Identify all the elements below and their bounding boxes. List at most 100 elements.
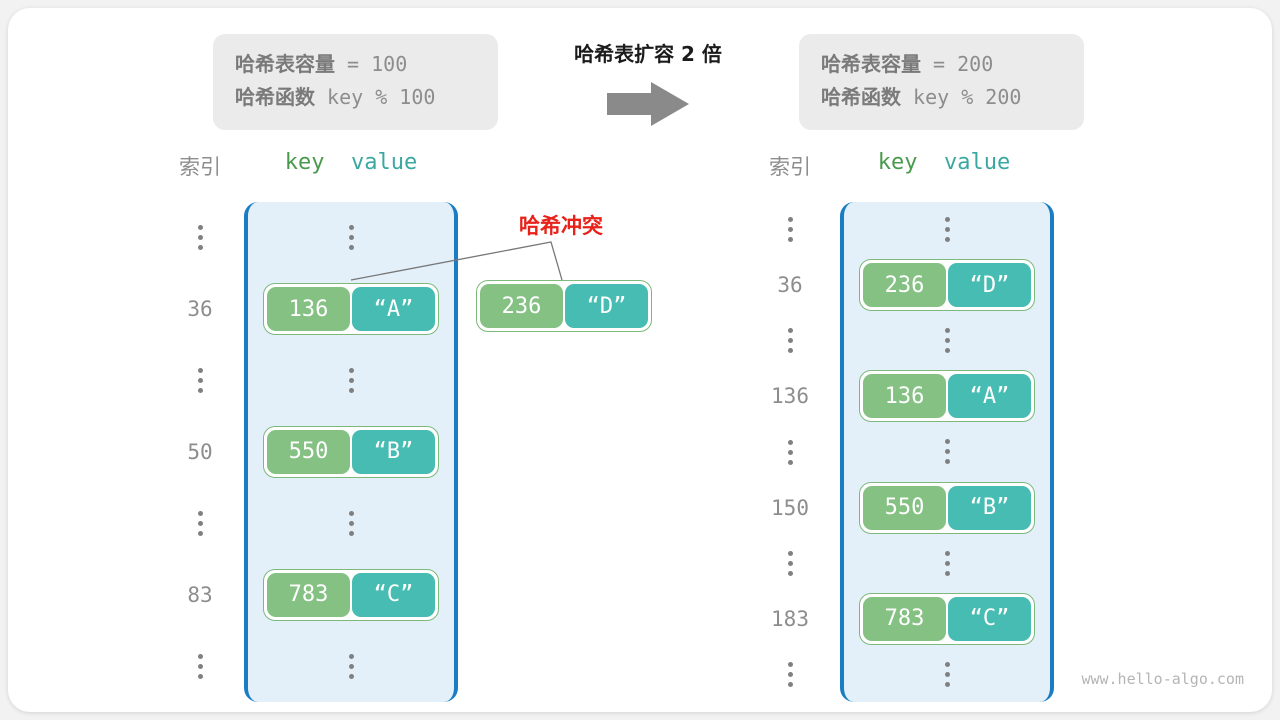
key-cell: 783 bbox=[267, 572, 350, 617]
ellipsis-dot bbox=[944, 661, 950, 667]
bucket-row-entry: 783“C” bbox=[248, 559, 454, 630]
bucket-ellipsis bbox=[348, 202, 354, 273]
index-ellipsis bbox=[155, 223, 245, 253]
index-label: 183 bbox=[771, 606, 809, 631]
key-cell: 136 bbox=[863, 374, 946, 419]
bucket-row-entry: 136“A” bbox=[844, 369, 1050, 425]
ellipsis-dot bbox=[944, 671, 950, 677]
after-capacity-expr: = 200 bbox=[921, 52, 994, 76]
index-label: 136 bbox=[771, 384, 809, 409]
ellipsis-dot bbox=[197, 378, 203, 384]
before-value-header: value bbox=[351, 150, 418, 175]
kv-entry[interactable]: 783“C” bbox=[263, 568, 439, 621]
index-ellipsis-dots bbox=[787, 659, 793, 689]
after-key-header: key bbox=[877, 150, 918, 175]
index-ellipsis bbox=[155, 366, 245, 396]
index-ellipsis bbox=[745, 548, 835, 578]
ellipsis-dot bbox=[197, 520, 203, 526]
ellipsis-dot bbox=[197, 245, 203, 251]
bucket-ellipsis bbox=[944, 424, 950, 480]
after-function-expr: key % 200 bbox=[901, 85, 1022, 109]
after-function-line: 哈希函数 key % 200 bbox=[821, 81, 1062, 114]
ellipsis-dot bbox=[348, 520, 354, 526]
index-ellipsis bbox=[745, 659, 835, 689]
watermark: www.hello-algo.com bbox=[1081, 670, 1244, 688]
ellipsis-dot bbox=[197, 510, 203, 516]
kv-entry[interactable]: 236“D” bbox=[859, 259, 1035, 312]
bucket-ellipsis bbox=[944, 313, 950, 369]
index-ellipsis bbox=[155, 508, 245, 538]
ellipsis-dot bbox=[944, 348, 950, 354]
bucket-row-empty bbox=[844, 313, 1050, 369]
index-ellipsis-dots bbox=[197, 651, 203, 681]
ellipsis-dot bbox=[348, 653, 354, 659]
kv-entry[interactable]: 783“C” bbox=[859, 592, 1035, 645]
ellipsis-dot bbox=[197, 673, 203, 679]
ellipsis-dot bbox=[787, 449, 793, 455]
before-function-line: 哈希函数 key % 100 bbox=[235, 81, 476, 114]
value-cell: “A” bbox=[352, 287, 435, 332]
bucket-row-empty bbox=[844, 646, 1050, 702]
ellipsis-dot bbox=[944, 439, 950, 445]
before-key-header: key bbox=[284, 150, 325, 175]
bucket-row-empty bbox=[248, 488, 454, 559]
index-ellipsis-dots bbox=[787, 437, 793, 467]
ellipsis-dot bbox=[197, 225, 203, 231]
ellipsis-dot bbox=[348, 378, 354, 384]
ellipsis-dot bbox=[348, 673, 354, 679]
value-cell: “D” bbox=[948, 263, 1031, 308]
after-kv-header: key value bbox=[834, 150, 1054, 175]
after-capacity-label: 哈希表容量 bbox=[821, 52, 921, 76]
bucket-row-empty bbox=[844, 535, 1050, 591]
ellipsis-dot bbox=[787, 227, 793, 233]
index-ellipsis bbox=[745, 326, 835, 356]
bucket-row-empty bbox=[844, 202, 1050, 258]
kv-entry[interactable]: 136“A” bbox=[263, 283, 439, 336]
after-value-header: value bbox=[944, 150, 1011, 175]
before-capacity-line: 哈希表容量 = 100 bbox=[235, 48, 476, 81]
bucket-ellipsis bbox=[348, 345, 354, 416]
ellipsis-dot bbox=[197, 663, 203, 669]
after-capacity-line: 哈希表容量 = 200 bbox=[821, 48, 1062, 81]
ellipsis-dot bbox=[787, 560, 793, 566]
index-label: 83 bbox=[187, 582, 213, 607]
value-cell: “D” bbox=[565, 284, 648, 328]
ellipsis-dot bbox=[787, 328, 793, 334]
collision-floating-entry: 236“D” bbox=[476, 280, 652, 332]
before-index-header: 索引 bbox=[179, 155, 221, 179]
ellipsis-dot bbox=[348, 510, 354, 516]
after-index-header: 索引 bbox=[769, 155, 811, 179]
ellipsis-dot bbox=[348, 225, 354, 231]
bucket-row-entry: 550“B” bbox=[248, 416, 454, 487]
before-kv-header: key value bbox=[241, 150, 461, 175]
ellipsis-dot bbox=[787, 237, 793, 243]
index-ellipsis-dots bbox=[787, 326, 793, 356]
index-ellipsis-dots bbox=[787, 215, 793, 245]
ellipsis-dot bbox=[197, 653, 203, 659]
ellipsis-dot bbox=[197, 388, 203, 394]
bucket-row-empty bbox=[248, 202, 454, 273]
value-cell: “A” bbox=[948, 374, 1031, 419]
ellipsis-dot bbox=[944, 550, 950, 556]
ellipsis-dot bbox=[787, 681, 793, 687]
index-ellipsis-dots bbox=[197, 366, 203, 396]
bucket-row-entry: 136“A” bbox=[248, 273, 454, 344]
ellipsis-dot bbox=[944, 227, 950, 233]
ellipsis-dot bbox=[944, 328, 950, 334]
kv-entry[interactable]: 136“A” bbox=[859, 370, 1035, 423]
after-bucket-array: 236“D” 136“A” 550“B” 783“C” bbox=[840, 202, 1054, 702]
bucket-row-empty bbox=[844, 424, 1050, 480]
ellipsis-dot bbox=[787, 661, 793, 667]
bucket-ellipsis bbox=[944, 202, 950, 258]
collision-kv-entry[interactable]: 236“D” bbox=[476, 280, 652, 332]
ellipsis-dot bbox=[787, 671, 793, 677]
ellipsis-dot bbox=[787, 338, 793, 344]
after-info-box: 哈希表容量 = 200 哈希函数 key % 200 bbox=[799, 34, 1084, 130]
index-label: 36 bbox=[187, 297, 213, 322]
bucket-ellipsis bbox=[944, 646, 950, 702]
kv-entry[interactable]: 550“B” bbox=[263, 425, 439, 478]
bucket-ellipsis bbox=[944, 535, 950, 591]
kv-entry[interactable]: 550“B” bbox=[859, 481, 1035, 534]
resize-arrow-wrap bbox=[528, 80, 768, 132]
ellipsis-dot bbox=[197, 235, 203, 241]
